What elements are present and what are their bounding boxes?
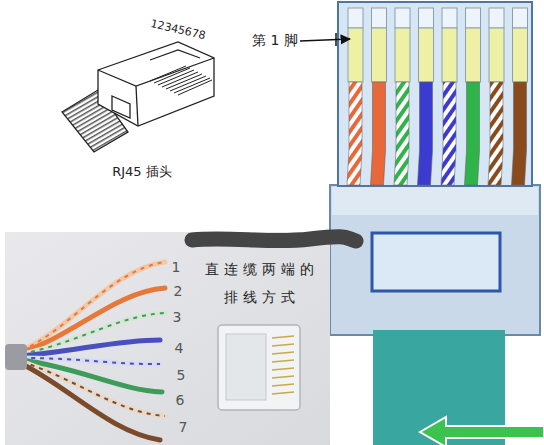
callout-number: 6 — [176, 392, 185, 410]
connector-head — [338, 2, 532, 186]
plug-edge — [136, 86, 138, 126]
crimp-band — [332, 187, 538, 215]
rj45-connector-diagram — [330, 2, 544, 445]
cable-photo — [5, 232, 330, 445]
wires — [347, 82, 527, 185]
clear-plug-photo — [218, 325, 300, 410]
plug-edge — [98, 58, 214, 86]
plug-edge — [150, 50, 200, 60]
direction-arrow — [420, 417, 544, 445]
callout-number: 5 — [177, 367, 186, 385]
pin-slots — [348, 8, 528, 28]
pin1-pointer — [300, 39, 350, 41]
cable-jacket-photo — [5, 344, 27, 370]
photo-background — [5, 232, 330, 445]
pin-contacts — [348, 28, 528, 82]
callout-number: 1 — [172, 259, 181, 277]
latch-window — [372, 233, 500, 291]
plug-contacts — [150, 66, 212, 95]
connector-body — [330, 185, 540, 335]
redaction-scribble — [192, 237, 356, 241]
part-name: RJ45 插头 — [112, 164, 172, 180]
plug-body — [98, 42, 214, 126]
pin-callout: 第 1 脚 — [252, 32, 298, 50]
rj45-plug-sketch — [62, 42, 214, 152]
pin-number-strip: 12345678 — [149, 17, 207, 43]
callout-number: 2 — [174, 283, 183, 301]
caption-note: 直连缆两端的 排线方式 — [200, 255, 324, 311]
plug-latch — [112, 96, 130, 118]
callout-number: 4 — [175, 340, 184, 358]
photo-wires — [22, 262, 165, 440]
pin1-tick — [335, 33, 337, 46]
wire-stripes — [22, 262, 165, 416]
callout-number: 7 — [179, 419, 188, 437]
callout-number: 3 — [173, 309, 182, 327]
